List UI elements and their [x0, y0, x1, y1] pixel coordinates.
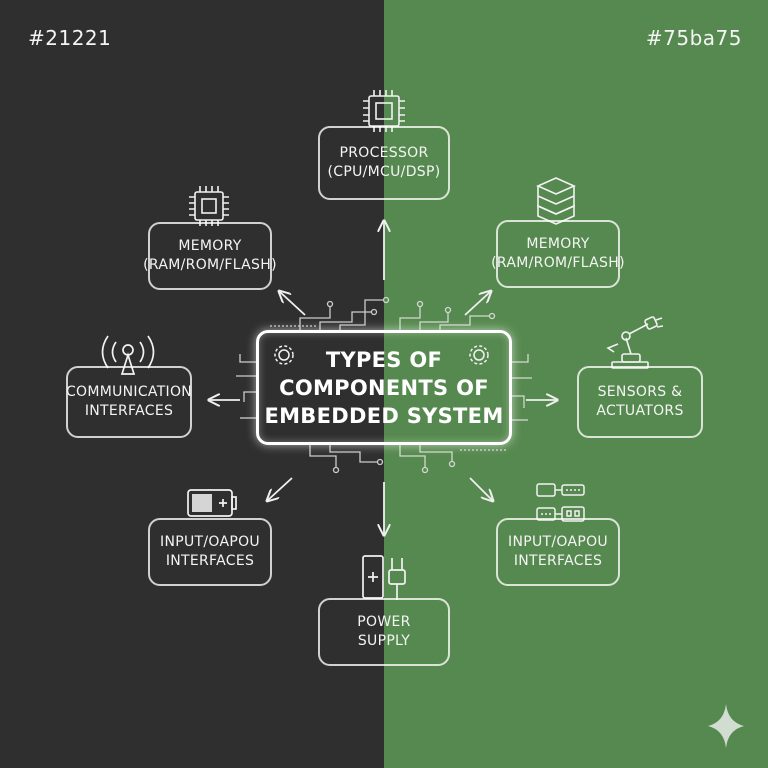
node-label-line: INPUT/OAPOU	[160, 534, 260, 550]
corner-label-left: #21221	[28, 26, 112, 50]
arrow-down-left	[268, 477, 293, 500]
background-left	[0, 0, 384, 768]
node-label-line: SENSORS &	[597, 384, 683, 400]
center-title-box: TYPES OF COMPONENTS OF EMBEDDED SYSTEM	[256, 330, 512, 445]
node-memory-left: MEMORY (RAM/ROM/FLASH)	[143, 222, 277, 290]
battery-icon	[187, 489, 237, 517]
node-label-line: (CPU/MCU/DSP)	[327, 164, 441, 180]
node-power-supply: POWER SUPPLY	[318, 598, 450, 666]
node-label-line: INPUT/OAPOU	[508, 534, 608, 550]
center-title-line: COMPONENTS OF	[279, 375, 489, 400]
circuit-traces	[236, 296, 532, 474]
center-title-line: EMBEDDED SYSTEM	[264, 403, 504, 428]
connector-arrows	[210, 222, 556, 534]
center-title-line: TYPES OF	[325, 347, 443, 372]
antenna-icon	[101, 335, 155, 375]
connector-modules-icon	[536, 483, 585, 522]
chip-icon	[363, 90, 405, 132]
node-sensors-actuators: SENSORS & ACTUATORS	[577, 366, 703, 438]
node-label-line: MEMORY	[526, 236, 590, 252]
gear-icon	[469, 345, 489, 365]
gear-icon	[274, 345, 294, 365]
arrow-down-right	[469, 477, 492, 500]
arrow-up-right	[464, 292, 490, 316]
chip-icon	[189, 186, 229, 226]
node-io-left: INPUT/OAPOU INTERFACES	[148, 518, 272, 586]
node-memory-right: MEMORY (RAM/ROM/FLASH)	[491, 220, 625, 288]
power-plug-icon	[362, 555, 406, 600]
node-io-right: INPUT/OAPOU INTERFACES	[496, 518, 620, 586]
sparkle-icon	[708, 704, 744, 748]
node-label-line: MEMORY	[178, 238, 242, 254]
node-label-line: SUPPLY	[357, 633, 411, 649]
node-processor: PROCESSOR (CPU/MCU/DSP)	[318, 126, 450, 200]
node-label-line: (RAM/ROM/FLASH)	[143, 257, 277, 273]
node-label-line: INTERFACES	[165, 553, 255, 569]
node-label-line: INTERFACES	[84, 403, 174, 419]
node-label-line: INTERFACES	[513, 553, 603, 569]
node-label-line: POWER	[357, 614, 411, 630]
node-label-line: COMMUNICATION	[65, 384, 193, 400]
node-communication: COMMUNICATION INTERFACES	[66, 366, 192, 438]
corner-label-right: #75ba75	[645, 26, 742, 50]
node-label-line: PROCESSOR	[339, 145, 429, 161]
stack-layers-icon	[536, 177, 576, 225]
node-label-line: (RAM/ROM/FLASH)	[491, 255, 625, 271]
robot-arm-icon	[606, 316, 664, 369]
arrow-up-left	[280, 292, 306, 316]
node-label-line: ACTUATORS	[596, 403, 684, 419]
